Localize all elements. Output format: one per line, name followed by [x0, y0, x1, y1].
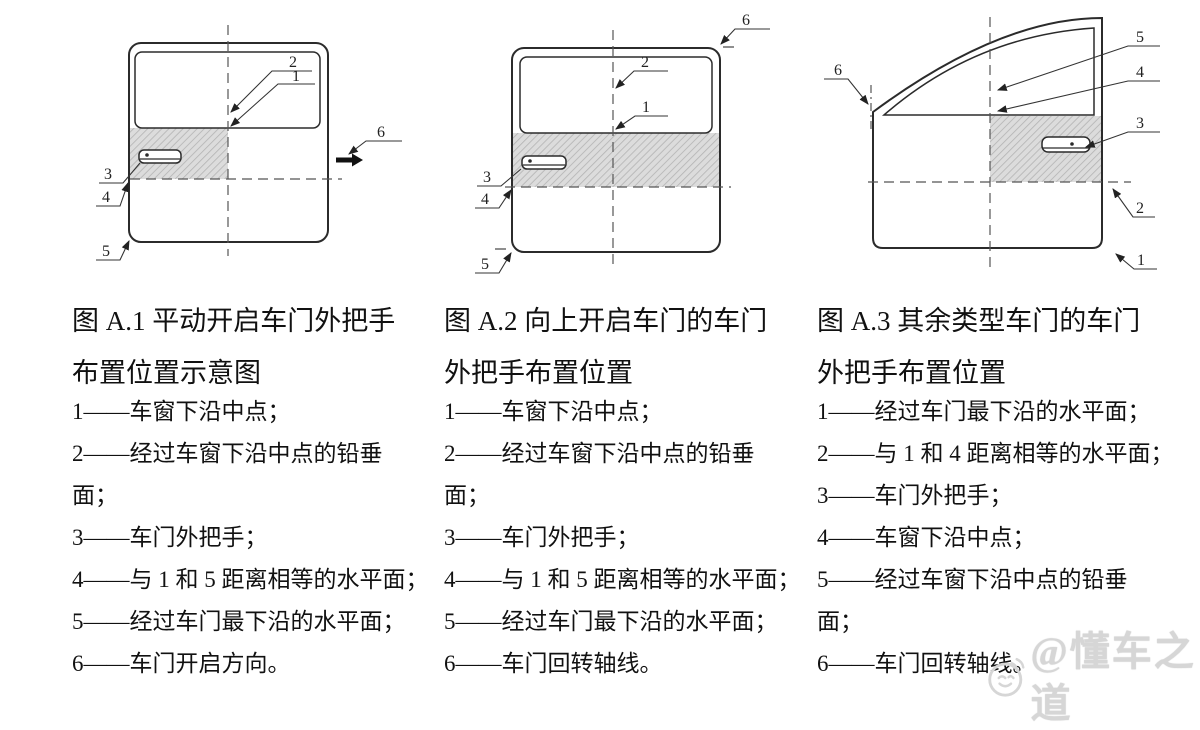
figure-a2-caption: 图 A.2 向上开启车门的车门 外把手布置位置 — [444, 295, 767, 399]
callout-2: 2 — [641, 54, 649, 71]
caption-line: 外把手布置位置 — [444, 358, 633, 388]
figure-a3-legend: 1——经过车门最下沿的水平面； 2——与 1 和 4 距离相等的水平面； 3——… — [817, 391, 1174, 685]
legend-line: 面； — [817, 609, 863, 634]
caption-line: 图 A.1 平动开启车门外把手 — [72, 306, 396, 336]
leader-4 — [996, 80, 1160, 113]
leader-6 — [348, 140, 402, 155]
caption-line: 布置位置示意图 — [72, 358, 261, 388]
callout-4: 4 — [1136, 64, 1144, 81]
callout-6: 6 — [742, 12, 750, 29]
watermark-text: @懂车之道 — [1030, 629, 1196, 726]
legend-line: 4——与 1 和 5 距离相等的水平面； — [444, 567, 801, 592]
legend-line: 4——车窗下沿中点； — [817, 525, 1036, 550]
leader-5 — [996, 45, 1160, 91]
callout-3: 3 — [483, 169, 491, 186]
legend-line: 6——车门回转轴线。 — [444, 651, 663, 676]
callout-3: 3 — [104, 166, 112, 183]
leader-1 — [1115, 253, 1157, 270]
legend-line: 6——车门开启方向。 — [72, 651, 291, 676]
callout-1: 1 — [1137, 252, 1145, 269]
leader-6 — [720, 28, 770, 45]
legend-line: 5——经过车门最下沿的水平面； — [72, 609, 406, 634]
callout-4: 4 — [102, 189, 110, 206]
callout-5: 5 — [481, 256, 489, 273]
leader-2 — [1112, 188, 1155, 218]
figure-a3-diagram: 6 5 4 3 2 1 — [824, 16, 1160, 270]
callout-6: 6 — [377, 124, 385, 141]
legend-line: 1——经过车门最下沿的水平面； — [817, 399, 1151, 424]
legend-line: 3——车门外把手； — [817, 483, 1013, 508]
leader-6 — [824, 78, 869, 105]
callout-4: 4 — [481, 191, 489, 208]
legend-line: 2——经过车窗下沿中点的铅垂 — [444, 441, 755, 466]
leader-4 — [475, 189, 512, 209]
figure-a1-legend: 1——车窗下沿中点； 2——经过车窗下沿中点的铅垂 面； 3——车门外把手； 4… — [72, 391, 429, 685]
door-handle-icon — [521, 155, 567, 170]
callout-2: 2 — [1136, 200, 1144, 217]
legend-line: 面； — [72, 483, 118, 508]
door-handle-icon — [138, 149, 182, 164]
figure-a3-caption: 图 A.3 其余类型车门的车门 外把手布置位置 — [817, 295, 1140, 399]
leader-2 — [230, 70, 312, 113]
callout-6: 6 — [834, 62, 842, 79]
caption-line: 图 A.2 向上开启车门的车门 — [444, 306, 768, 336]
door-open-direction-arrow-icon — [336, 153, 363, 167]
window-outline — [881, 27, 1095, 116]
legend-line: 2——与 1 和 4 距离相等的水平面； — [817, 441, 1174, 466]
caption-line: 外把手布置位置 — [817, 358, 1006, 388]
callout-1: 1 — [292, 68, 300, 85]
leader-4 — [96, 181, 129, 207]
figure-a1-diagram: 2 1 6 3 4 5 — [96, 25, 402, 261]
legend-line: 3——车门外把手； — [72, 525, 268, 550]
leader-3 — [477, 168, 522, 187]
callout-5: 5 — [1136, 29, 1144, 46]
legend-line: 1——车窗下沿中点； — [444, 399, 663, 424]
callout-3: 3 — [1136, 115, 1144, 132]
watermark: @懂车之道 — [984, 626, 1200, 730]
figure-a2-diagram: 6 2 1 3 4 5 — [475, 12, 770, 274]
leader-5 — [475, 252, 512, 274]
leader-3 — [1084, 131, 1160, 148]
leader-1 — [230, 83, 315, 127]
legend-line: 1——车窗下沿中点； — [72, 399, 291, 424]
leader-1 — [615, 115, 668, 130]
callout-5: 5 — [102, 243, 110, 260]
caption-line: 图 A.3 其余类型车门的车门 — [817, 306, 1141, 336]
leader-2 — [615, 70, 668, 89]
legend-line: 3——车门外把手； — [444, 525, 640, 550]
leader-5 — [96, 240, 130, 261]
figure-a2-legend: 1——车窗下沿中点； 2——经过车窗下沿中点的铅垂 面； 3——车门外把手； 4… — [444, 391, 801, 685]
legend-line: 2——经过车窗下沿中点的铅垂 — [72, 441, 383, 466]
window-outline — [519, 56, 713, 134]
legend-line: 5——经过车窗下沿中点的铅垂 — [817, 567, 1128, 592]
handle-zone-hatch — [513, 133, 719, 187]
callout-1: 1 — [642, 99, 650, 116]
callout-2: 2 — [289, 54, 297, 71]
legend-line: 6——车门回转轴线。 — [817, 651, 1036, 676]
watermark-logo-icon — [988, 657, 1025, 697]
legend-line: 5——经过车门最下沿的水平面； — [444, 609, 778, 634]
figure-a1-caption: 图 A.1 平动开启车门外把手 布置位置示意图 — [72, 295, 395, 399]
door-handle-icon — [1041, 136, 1091, 153]
legend-line: 4——与 1 和 5 距离相等的水平面； — [72, 567, 429, 592]
legend-line: 面； — [444, 483, 490, 508]
